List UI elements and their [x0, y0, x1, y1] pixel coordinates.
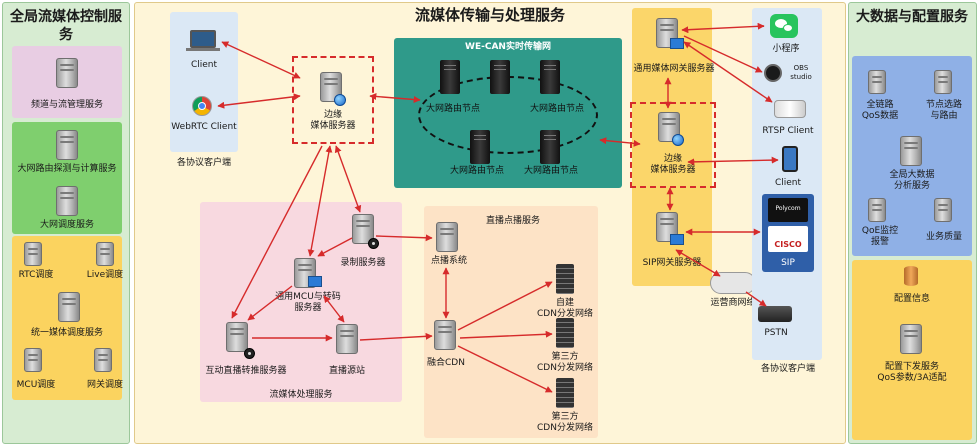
interactive-label: 互动直播转推服务器: [205, 366, 287, 376]
channel-server-icon: [56, 58, 78, 88]
live-server-icon: [96, 242, 114, 266]
rtc-label: RTC调度: [18, 270, 54, 280]
node-label-3: 大网路由节点: [449, 166, 504, 176]
wechat-bubble: [775, 19, 787, 28]
webrtc-label: WebRTC Client: [171, 122, 237, 132]
node-tower-2: [490, 60, 510, 94]
config-info-label: 配置信息: [893, 294, 930, 304]
dispatch-service-label: 大网调度服务: [39, 220, 94, 230]
node-label-4: 大网路由节点: [523, 166, 578, 176]
record-film-icon: [368, 238, 379, 249]
probe-service-label: 大网路由探测与计算服务: [17, 164, 117, 174]
chrome-center: [198, 102, 206, 110]
quality-label: 业务质量: [925, 232, 962, 242]
edge-left-globe-icon: [334, 94, 346, 106]
transport-title: 流媒体传输与处理服务: [414, 6, 565, 24]
unified-label: 统一媒体调度服务: [30, 328, 103, 338]
qos-server-icon: [868, 70, 886, 94]
vod-system-label: 点播系统: [430, 256, 467, 266]
rtc-server-icon: [24, 242, 42, 266]
sip-label: SIP: [781, 258, 795, 268]
node-label-1: 大网路由节点: [425, 104, 480, 114]
miniprogram-label: 小程序: [772, 44, 800, 54]
mcu-monitor-icon: [308, 276, 322, 287]
media-gateway-label: 通用媒体网关服务器: [633, 64, 715, 74]
cdn-third-label-1: 第三方 CDN分发网络: [537, 352, 593, 373]
laptop-base: [186, 48, 220, 51]
edge-right-globe-icon: [672, 134, 684, 146]
cdn-third-label-2: 第三方 CDN分发网络: [537, 412, 593, 433]
sip-gateway-label: SIP网关服务器: [642, 258, 702, 268]
qos-label: 全链路 QoS数据: [861, 100, 899, 121]
obs-label: OBS studio: [790, 64, 812, 81]
cdn-self-label: 自建 CDN分发网络: [537, 298, 593, 319]
node-tower-5: [540, 130, 560, 164]
rtsp-label: RTSP Client: [762, 126, 814, 136]
record-label: 录制服务器: [340, 258, 386, 268]
record-server-icon: [352, 214, 374, 244]
carrier-label: 运营商网络: [710, 298, 756, 308]
clients-right-label: 各协议客户端: [760, 364, 815, 374]
sip-gateway-monitor-icon: [670, 234, 684, 245]
origin-server-icon: [336, 324, 358, 354]
vod-system-icon: [436, 222, 458, 252]
global-control-title: 全局流媒体控制服务: [10, 9, 122, 43]
dispatch-server-icon: [56, 186, 78, 216]
gateway-sched-label: 网关调度: [86, 380, 123, 390]
laptop-icon: [190, 30, 216, 48]
client-right-label: Client: [774, 178, 802, 188]
analysis-label: 全局大数据 分析服务: [889, 170, 935, 191]
polycom-logo: [768, 198, 808, 222]
live-label: Live调度: [86, 270, 124, 280]
config-push-label: 配置下发服务 QoS参数/3A适配: [877, 362, 947, 383]
bigdata-title: 大数据与配置服务: [856, 9, 968, 25]
pstn-label: PSTN: [764, 328, 788, 338]
cdn-third-icon-2: [556, 378, 574, 408]
interactive-film-icon: [244, 348, 255, 359]
cdn-self-icon: [556, 264, 574, 294]
channel-service-label: 频道与流管理服务: [30, 100, 103, 110]
mcu-sched-label: MCU调度: [16, 380, 56, 390]
cdn-third-icon-1: [556, 318, 574, 348]
phone-icon: [782, 146, 798, 172]
camera-icon: [774, 100, 806, 118]
node-tower-1: [440, 60, 460, 94]
quality-server-icon: [934, 198, 952, 222]
edge-left-label: 边缘 媒体服务器: [310, 110, 356, 131]
wechat-bubble-2: [783, 24, 793, 32]
probe-server-icon: [56, 130, 78, 160]
pstn-phone-icon: [758, 306, 792, 322]
qoe-server-icon: [868, 198, 886, 222]
polycom-label: Polycom: [775, 205, 801, 212]
cisco-label: CISCO: [774, 240, 802, 249]
gateway-sched-icon: [94, 348, 112, 372]
fusion-cdn-label: 融合CDN: [427, 358, 465, 368]
qoe-label: QoE监控 报警: [861, 226, 899, 247]
route-label: 节点选路 与路由: [925, 100, 962, 121]
wecan-title: WE-CAN实时传输网: [465, 42, 551, 52]
obs-icon: [764, 64, 782, 82]
analysis-server-icon: [900, 136, 922, 166]
origin-label: 直播源站: [328, 366, 365, 376]
route-server-icon: [934, 70, 952, 94]
node-label-2: 大网路由节点: [529, 104, 584, 114]
config-db-icon: [904, 266, 918, 286]
config-push-icon: [900, 324, 922, 354]
mcu-label: 通用MCU与转码 服务器: [275, 292, 341, 313]
vod-title: 直播点播服务: [485, 216, 540, 226]
media-gateway-monitor-icon: [670, 38, 684, 49]
cisco-logo: [768, 226, 808, 252]
unified-server-icon: [58, 292, 80, 322]
node-tower-4: [470, 130, 490, 164]
edge-right-label: 边缘 媒体服务器: [650, 154, 696, 175]
fusion-cdn-icon: [434, 320, 456, 350]
cloud-icon: [710, 272, 756, 294]
processing-title: 流媒体处理服务: [269, 390, 333, 400]
mcu-sched-icon: [24, 348, 42, 372]
clients-left-label: 各协议客户端: [176, 158, 231, 168]
node-tower-3: [540, 60, 560, 94]
client-label: Client: [190, 60, 218, 70]
interactive-server-icon: [226, 322, 248, 352]
